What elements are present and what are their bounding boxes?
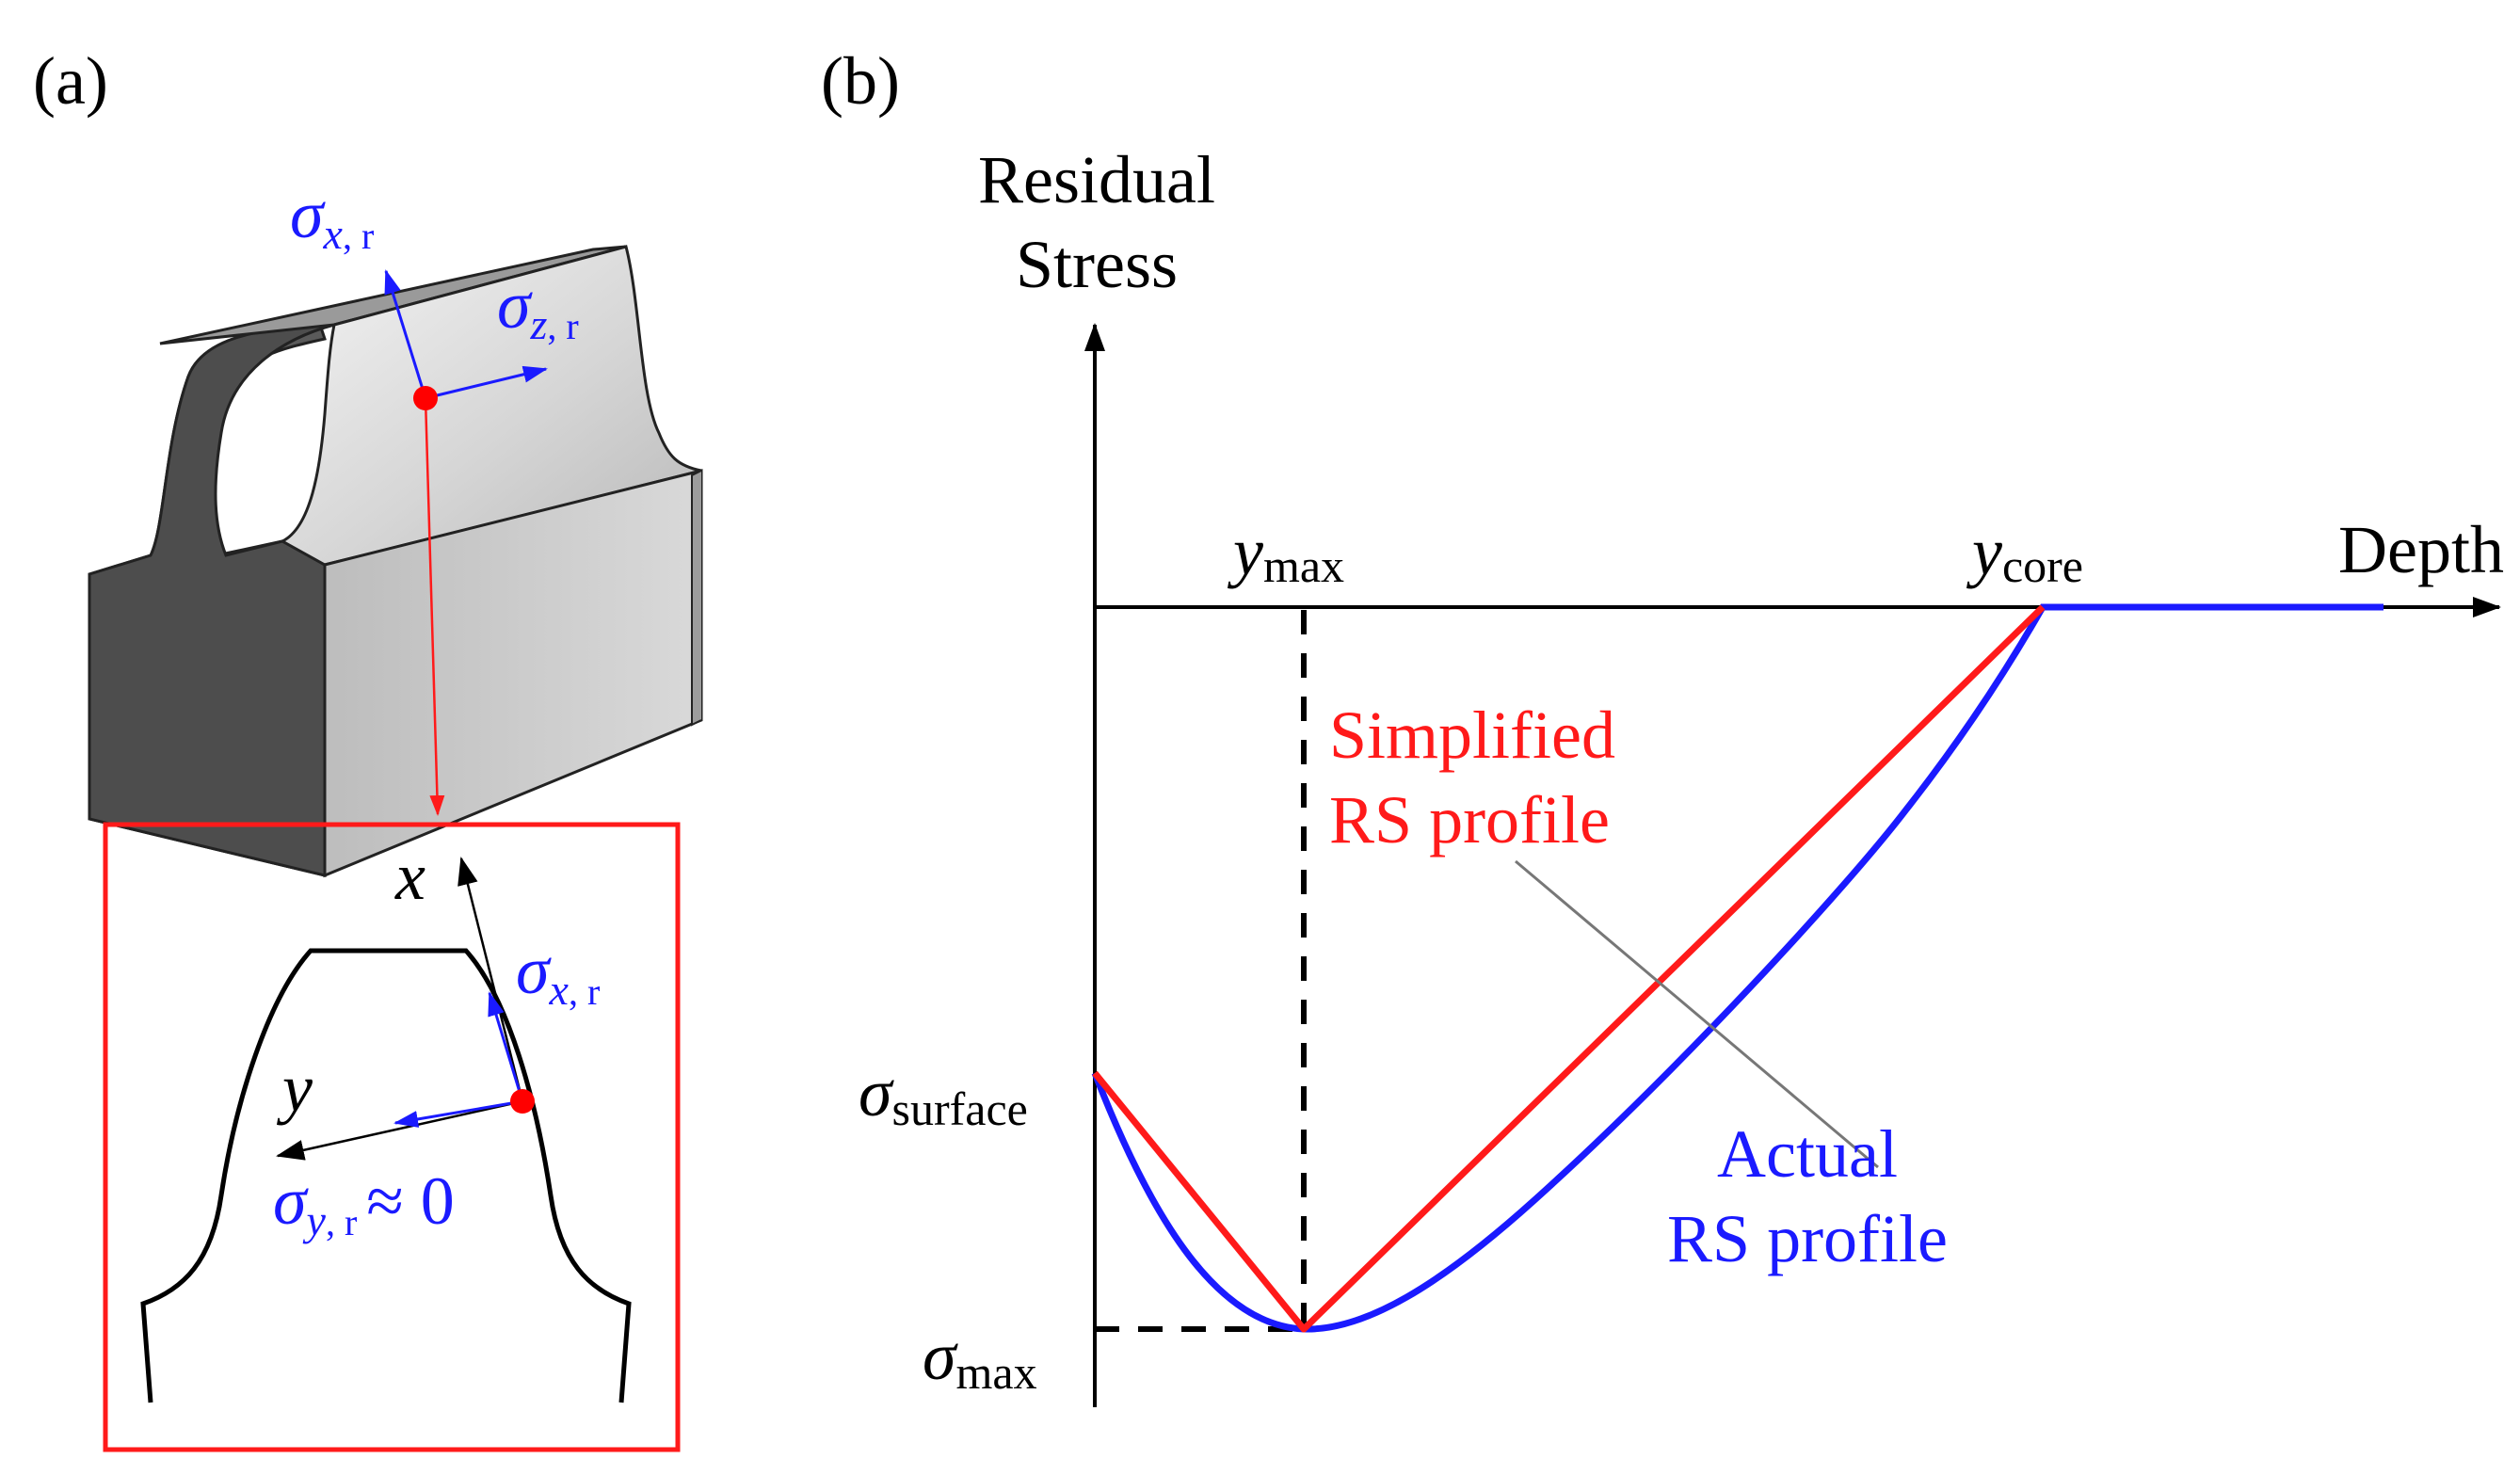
inset-sigma-x-arrow — [488, 991, 524, 1102]
inset-y-axis — [276, 1099, 523, 1161]
gear-sigma-z-label: σz, r — [497, 267, 579, 348]
actual-rs-curve — [1091, 603, 2384, 1333]
simplified-rs-curve — [1092, 604, 2046, 1333]
y-axis-title-line1: Residual — [978, 142, 1215, 217]
inset-x-axis — [457, 857, 524, 1102]
actual-label-line2: RS profile — [1667, 1201, 1948, 1276]
profile-leader-line — [1515, 859, 1879, 1169]
inset-sigma-y-arrow — [393, 1099, 523, 1128]
gear-stress-arrows — [384, 269, 548, 816]
panel-a-label: (a) — [33, 43, 108, 119]
simplified-label-line1: Simplified — [1329, 697, 1615, 773]
y-core-label: ycore — [1966, 514, 2083, 592]
section-connector — [424, 397, 445, 816]
inset-point — [510, 1089, 535, 1114]
sigma-surface-label: σsurface — [859, 1055, 1028, 1135]
simplified-label-line2: RS profile — [1329, 782, 1610, 858]
x-axis-label: Depth — [2338, 512, 2504, 587]
sigma-z-arrow — [425, 365, 548, 400]
panel-b-label: (b) — [821, 43, 900, 119]
gear-tooth-3d — [88, 245, 703, 878]
sigma-x-arrow — [384, 269, 427, 399]
inset-tooth-profile — [140, 948, 632, 1403]
sigma-max-label: σmax — [923, 1319, 1037, 1399]
inset-axes — [276, 857, 535, 1161]
gear-sigma-x-label: σx, r — [290, 177, 374, 258]
inset-sigma-y-label: σy, r≈ 0 — [273, 1163, 455, 1244]
y-max-label: ymax — [1227, 514, 1344, 592]
inset-x-label: x — [394, 839, 425, 914]
inset-sigma-x-label: σx, r — [516, 933, 600, 1014]
measurement-point — [413, 386, 438, 410]
inset-y-label: y — [276, 1050, 313, 1126]
inset-box — [103, 822, 681, 1452]
y-axis-title-line2: Stress — [1016, 227, 1178, 302]
actual-label-line1: Actual — [1717, 1116, 1898, 1192]
